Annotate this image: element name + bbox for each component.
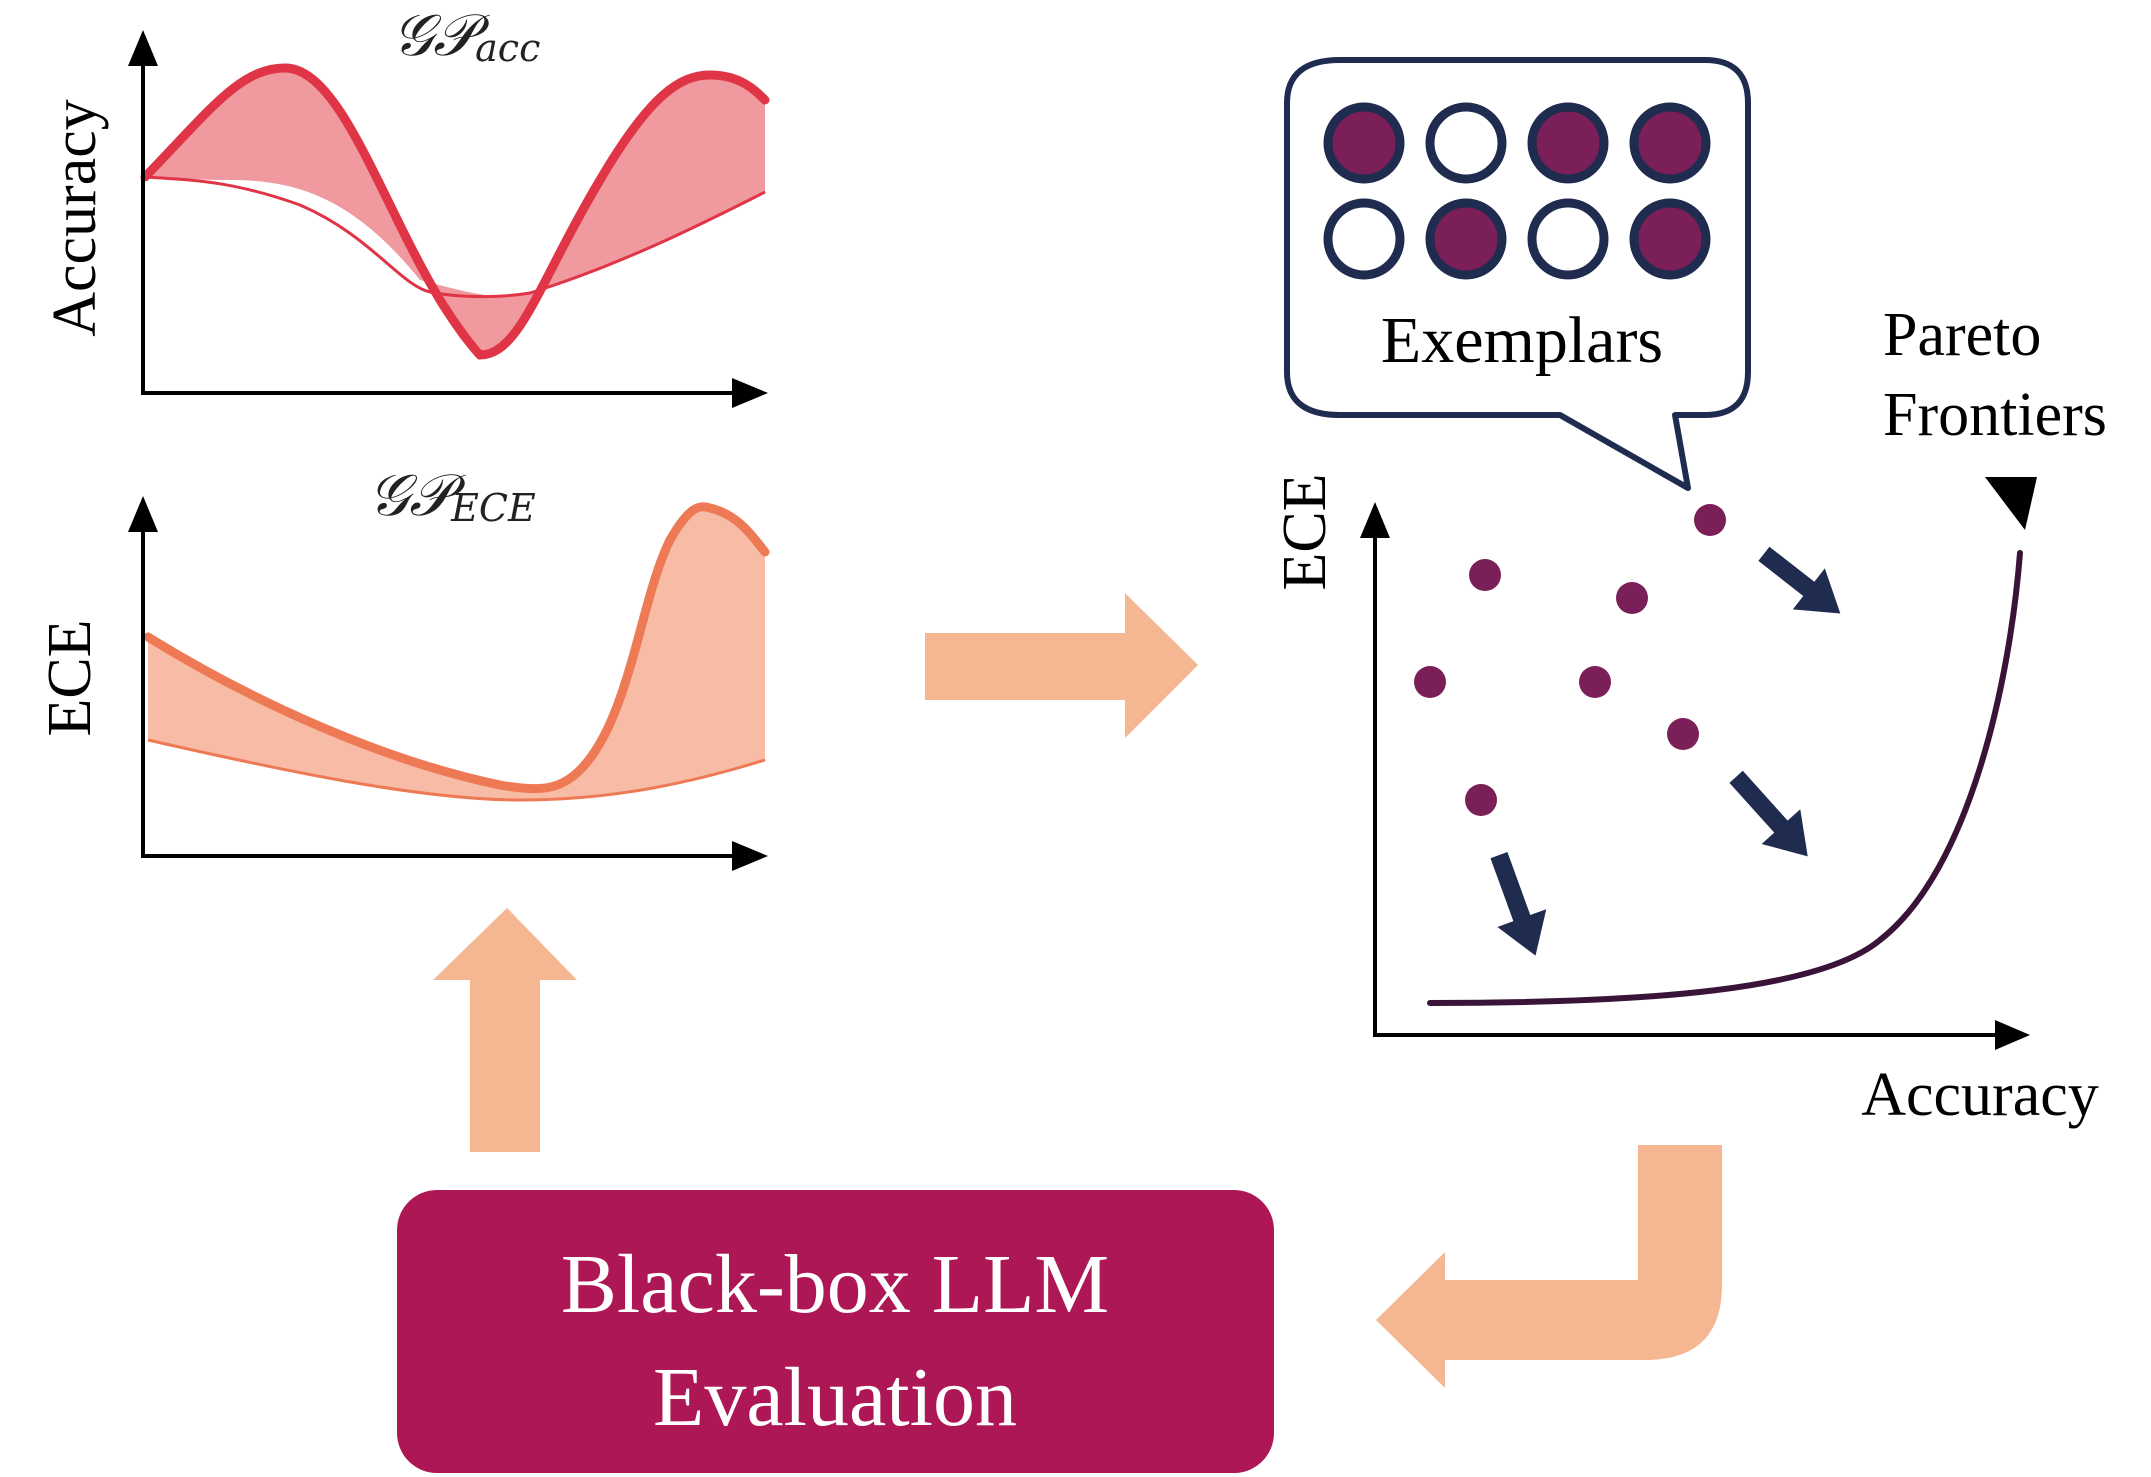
llm-box-line1: Black-box LLM xyxy=(561,1238,1109,1331)
candidate-point xyxy=(1414,666,1446,698)
exemplar-dot-empty xyxy=(1323,198,1405,280)
gp-ece-lower-curve xyxy=(147,738,766,802)
exemplar-dot-filled xyxy=(1425,198,1507,280)
gp-ece-ylabel: ECE xyxy=(36,619,104,736)
gp-ece-title: 𝒢𝒫ECE xyxy=(368,461,536,530)
pareto-y-axis-arrowhead xyxy=(1360,502,1390,538)
exemplars-bubble-outline xyxy=(1284,57,1751,491)
improvement-arrow xyxy=(1758,546,1841,614)
gp-ece-confidence-band xyxy=(148,506,765,800)
candidate-point xyxy=(1667,718,1699,750)
gp-acc-upper-curve xyxy=(140,63,770,360)
pareto-frontier-curve xyxy=(1427,550,2023,1006)
gp-acc-lower-curve xyxy=(144,175,766,299)
pareto-ylabel: ECE xyxy=(1271,473,1339,590)
pareto-xlabel: Accuracy xyxy=(1861,1061,2099,1129)
gp-acc-panel: Accuracy 𝒢𝒫acc xyxy=(41,1,770,408)
exemplar-dot-empty xyxy=(1425,102,1507,184)
exemplar-dot-filled xyxy=(1527,102,1609,184)
gp-ece-y-axis-arrowhead xyxy=(128,496,158,532)
improvement-arrow xyxy=(1490,852,1547,956)
pareto-frontier-pointer-arrowhead xyxy=(1985,477,2037,530)
candidate-point xyxy=(1579,666,1611,698)
exemplar-dot-filled xyxy=(1323,102,1405,184)
gp-ece-x-axis-arrowhead xyxy=(732,841,768,871)
gp-ece-title-script: 𝒢𝒫 xyxy=(368,461,466,529)
gp-acc-y-axis-arrowhead xyxy=(128,30,158,66)
gp-acc-x-axis-arrowhead xyxy=(732,378,768,408)
gp-acc-title-script: 𝒢𝒫 xyxy=(392,1,490,69)
flow-arrows xyxy=(433,593,1722,1388)
improvement-arrow xyxy=(1729,770,1808,857)
exemplar-dot-empty xyxy=(1527,198,1609,280)
pareto-frontier-label-line2: Frontiers xyxy=(1883,381,2107,449)
gp-acc-confidence-band xyxy=(145,68,765,355)
gp-acc-title-subscript: acc xyxy=(475,26,540,70)
gp-ece-upper-curve xyxy=(143,502,770,794)
exemplar-dots xyxy=(1323,102,1711,280)
exemplar-dot-filled xyxy=(1629,102,1711,184)
exemplars-bubble: Exemplars xyxy=(1284,57,1751,491)
gp-ece-panel: ECE 𝒢𝒫ECE xyxy=(36,461,770,871)
pareto-panel: ECE Accuracy Pareto Frontiers xyxy=(1271,301,2107,1129)
gp-acc-title: 𝒢𝒫acc xyxy=(392,1,540,70)
gp-acc-ylabel: Accuracy xyxy=(41,99,109,337)
right-flow-arrow xyxy=(925,593,1198,738)
exemplar-dot-filled xyxy=(1629,198,1711,280)
candidate-point xyxy=(1469,559,1501,591)
candidate-point xyxy=(1694,504,1726,536)
pareto-x-axis-arrowhead xyxy=(1995,1020,2030,1050)
improvement-arrows xyxy=(1490,546,1841,956)
candidate-point xyxy=(1465,784,1497,816)
candidate-points xyxy=(1414,504,1726,816)
llm-box-background xyxy=(397,1190,1274,1473)
up-flow-arrow xyxy=(433,908,577,1152)
llm-box-line2: Evaluation xyxy=(653,1351,1017,1444)
gp-ece-title-subscript: ECE xyxy=(450,486,536,530)
pareto-frontier-label-line1: Pareto xyxy=(1883,301,2041,369)
candidate-point xyxy=(1616,582,1648,614)
return-flow-arrow xyxy=(1376,1145,1722,1388)
exemplars-label: Exemplars xyxy=(1381,304,1663,377)
llm-evaluation-box: Black-box LLM Evaluation xyxy=(397,1190,1274,1473)
pareto-frontier-label: Pareto Frontiers xyxy=(1883,301,2107,449)
